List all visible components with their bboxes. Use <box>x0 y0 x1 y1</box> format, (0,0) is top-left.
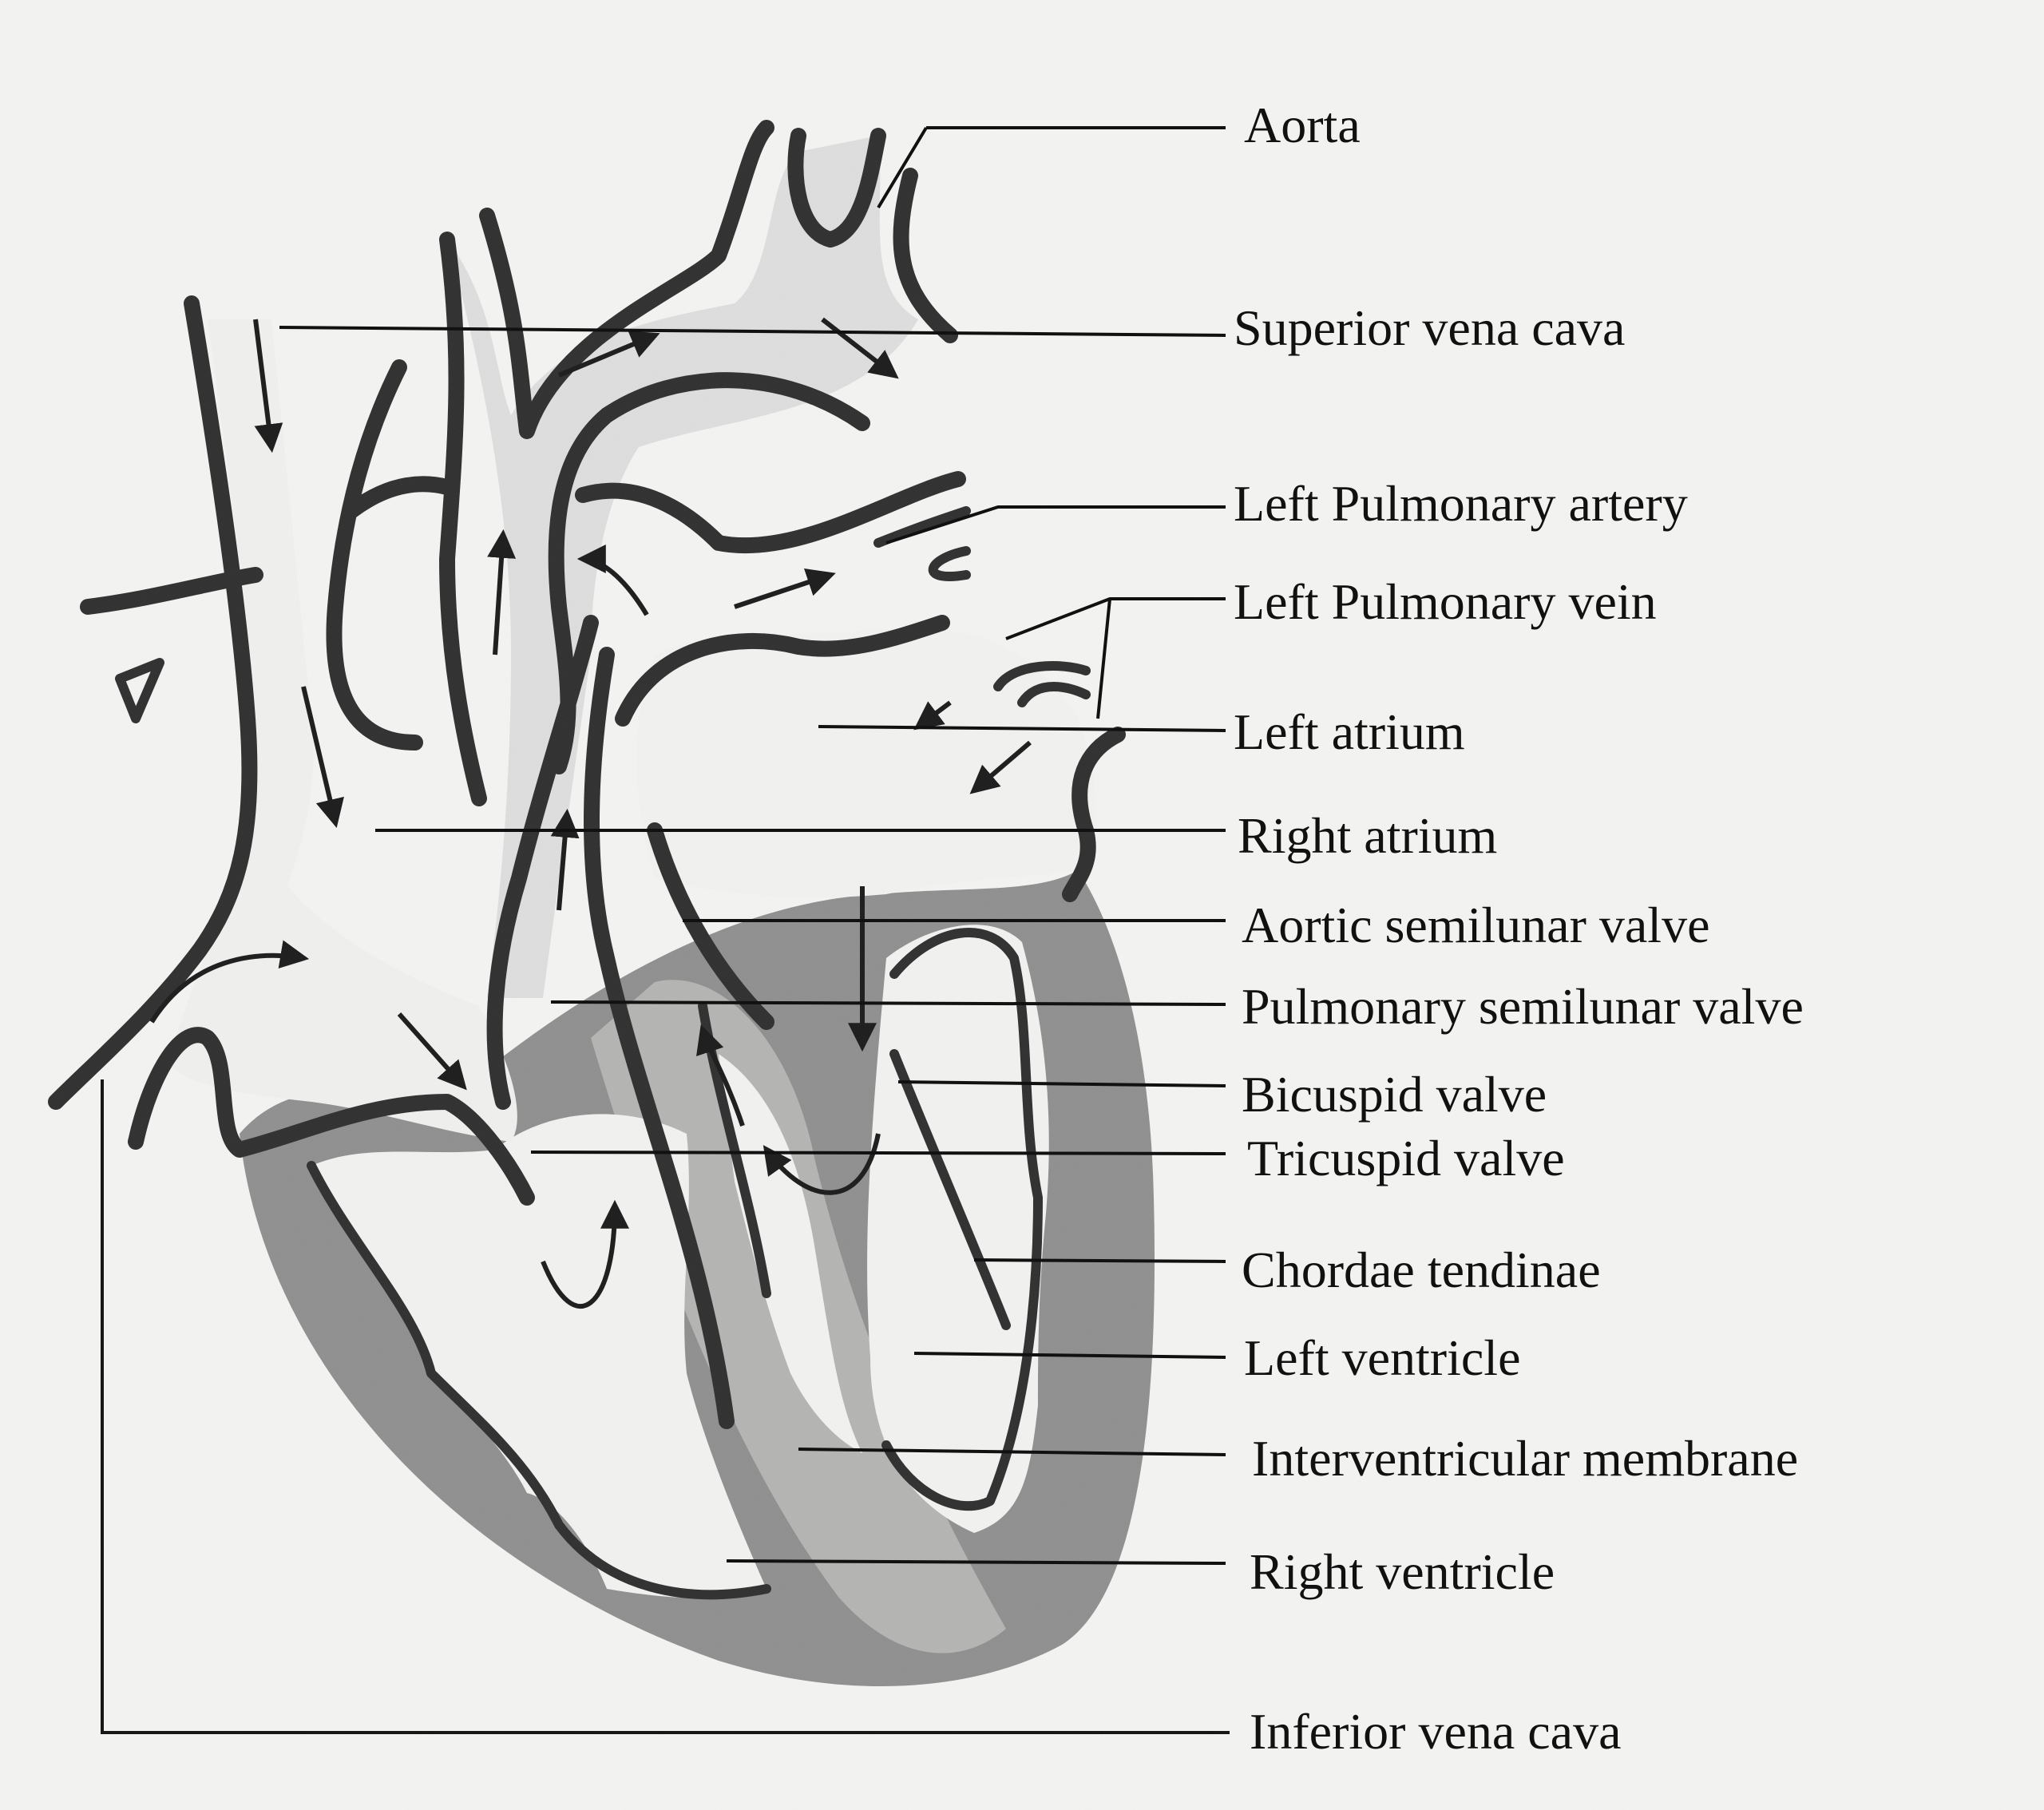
label-tricuspid-valve: Tricuspid valve <box>1247 1130 1565 1186</box>
label-left-ventricle: Left ventricle <box>1244 1329 1520 1386</box>
label-pulmonary-semilunar-valve: Pulmonary semilunar valve <box>1242 978 1804 1035</box>
leader-tricuspid-valve <box>530 1151 1226 1155</box>
label-chordae-tendinae: Chordae tendinae <box>1242 1242 1601 1298</box>
label-right-atrium: Right atrium <box>1238 807 1497 864</box>
leader-aorta <box>877 126 1226 209</box>
leader-left-pulmonary-vein <box>1005 597 1226 719</box>
label-left-pulmonary-artery: Left Pulmonary artery <box>1234 475 1688 532</box>
label-right-ventricle: Right ventricle <box>1250 1543 1555 1600</box>
label-left-atrium: Left atrium <box>1234 703 1465 760</box>
leader-left-pulmonary-artery <box>885 505 1226 545</box>
label-aorta: Aorta <box>1244 97 1361 153</box>
label-left-pulmonary-vein: Left Pulmonary vein <box>1234 573 1657 630</box>
label-aortic-semilunar-valve: Aortic semilunar valve <box>1242 897 1709 953</box>
label-superior-vena-cava: Superior vena cava <box>1234 299 1625 356</box>
leader-pulmonary-semilunar-valve <box>550 1000 1226 1006</box>
leader-right-ventricle <box>726 1559 1226 1565</box>
leader-left-atrium <box>818 725 1226 732</box>
leader-superior-vena-cava <box>279 326 1226 337</box>
leader-chordae-tendinae <box>973 1258 1226 1263</box>
leader-left-ventricle <box>913 1352 1226 1359</box>
labels: Aorta Superior vena cava Left Pulmonary … <box>1234 97 1804 1760</box>
leader-bicuspid-valve <box>897 1080 1226 1087</box>
leader-lines <box>279 126 1226 1565</box>
label-inferior-vena-cava: Inferior vena cava <box>1250 1703 1621 1760</box>
leader-interventricular-membrane <box>798 1448 1226 1456</box>
label-bicuspid-valve: Bicuspid valve <box>1242 1066 1547 1123</box>
label-interventricular-membrane: Interventricular membrane <box>1252 1430 1798 1487</box>
